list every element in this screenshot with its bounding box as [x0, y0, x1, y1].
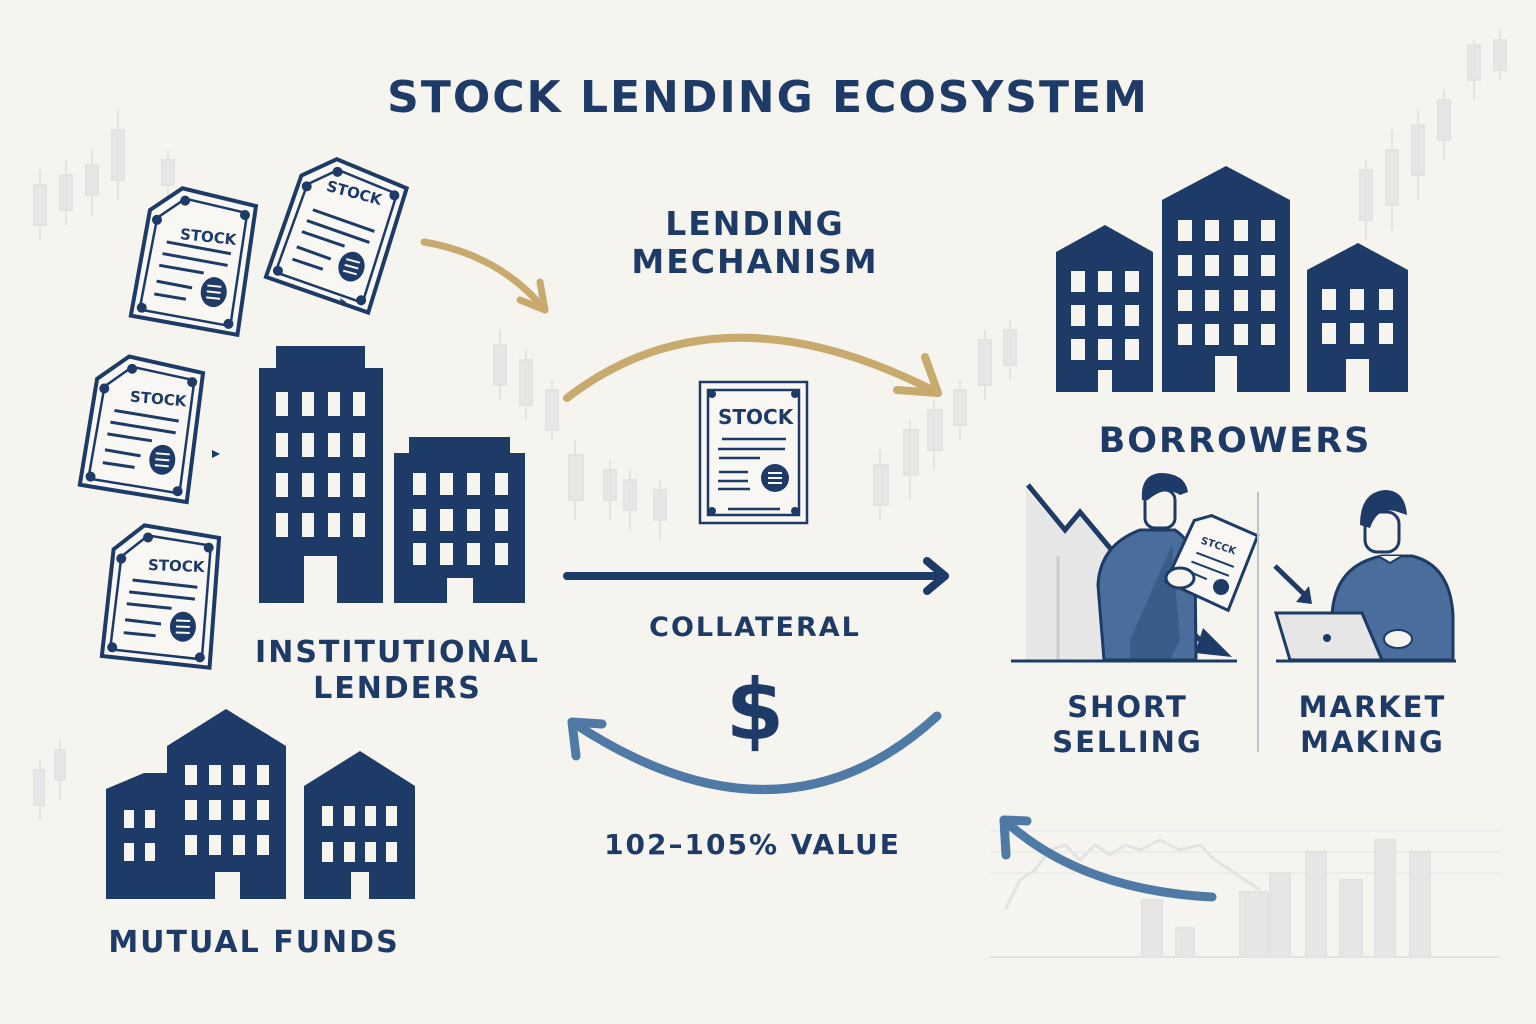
dollar-sign-icon: $: [725, 661, 785, 759]
center-certificate-label: STOCK: [718, 405, 794, 429]
collateral-return-arrow-icon: [567, 711, 942, 794]
stock-transfer-arrow-icon: [563, 557, 949, 595]
mutual-fund-building-icon: [106, 709, 415, 899]
institutional-lender-building-icon: [259, 346, 383, 603]
borrower-building-icon: [1056, 225, 1153, 392]
market-making-label-line2: MAKING: [1300, 724, 1445, 759]
short-selling-label-line1: SHORT: [1067, 690, 1188, 724]
short-selling-label-line2: SELLING: [1052, 724, 1203, 759]
lending-mechanism-arrow-icon: [563, 333, 942, 402]
lending-mechanism-label: LENDING MECHANISM: [590, 205, 920, 281]
lend-out-arrow-icon: [420, 238, 549, 314]
market-making-illustration: [1273, 490, 1456, 663]
borrower-return-arrow-icon: [999, 815, 1217, 902]
collateral-label: COLLATERAL: [649, 612, 861, 643]
market-making-label: MARKET MAKING: [1275, 690, 1470, 760]
mutual-funds-label: MUTUAL FUNDS: [108, 925, 400, 960]
institutional-lenders-label-line2: LENDERS: [313, 671, 482, 706]
borrower-building-icon: [1162, 166, 1290, 392]
lending-mechanism-label-line2: MECHANISM: [631, 241, 879, 281]
page-title: STOCK LENDING ECOSYSTEM: [387, 72, 1149, 123]
institutional-lenders-label: INSTITUTIONAL LENDERS: [255, 635, 540, 707]
borrowers-label: BORROWERS: [1098, 421, 1372, 461]
institutional-lender-building-icon: [394, 437, 525, 603]
institutional-lenders-label-line1: INSTITUTIONAL: [255, 635, 540, 670]
collateral-value-label: 102–105% VALUE: [604, 828, 901, 861]
lending-mechanism-label-line1: LENDING: [665, 204, 845, 243]
borrower-building-icon: [1307, 243, 1408, 392]
market-making-label-line1: MARKET: [1298, 690, 1447, 724]
short-selling-illustration: [1011, 473, 1260, 663]
short-selling-label: SHORT SELLING: [1030, 690, 1225, 760]
